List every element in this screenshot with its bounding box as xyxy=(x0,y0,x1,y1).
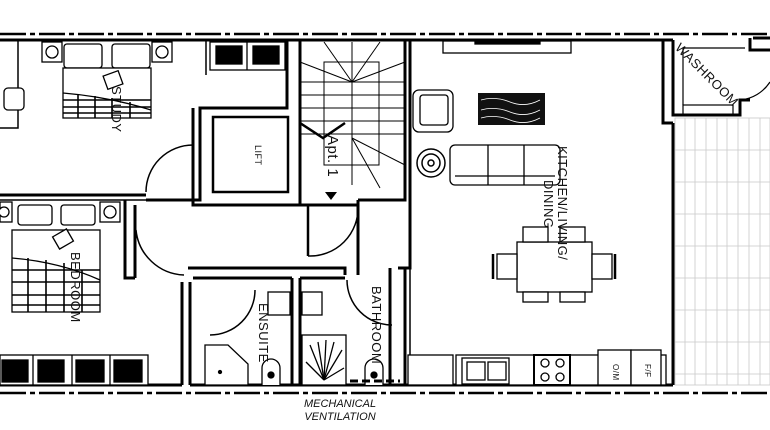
armchair xyxy=(412,89,454,133)
room-label-lift: LIFT xyxy=(253,145,263,166)
appliance-label-fridge-freezer: F/F xyxy=(643,364,652,378)
caption-line-2: VENTILATION xyxy=(304,411,376,423)
ensuite-fixtures xyxy=(204,291,291,386)
tv-unit xyxy=(442,40,572,54)
mechanical-ventilation-note: MECHANICAL VENTILATION xyxy=(300,398,380,424)
room-label-study: STUDY xyxy=(109,86,124,133)
sofa xyxy=(449,144,561,186)
wardrobe xyxy=(209,41,286,71)
room-label-kitchen-living: KITCHEN/LIVING/ xyxy=(555,146,570,261)
caption-line-1: MECHANICAL xyxy=(303,398,377,410)
doors xyxy=(135,144,393,336)
balcony-tiles xyxy=(674,117,770,386)
entry-arrow-icon xyxy=(325,192,337,200)
desk-chair xyxy=(3,87,25,111)
room-label-bathroom: BATHROOM xyxy=(369,286,384,365)
room-label-apartment: Apt. 1 xyxy=(324,135,341,178)
bedroom-bed xyxy=(0,201,121,313)
room-label-dining: DINING xyxy=(541,180,556,229)
bedroom-wardrobe xyxy=(0,354,149,386)
dining-table xyxy=(491,226,617,303)
study-bed xyxy=(41,41,173,119)
room-label-ensuite: ENSUITE xyxy=(256,303,271,363)
room-label-bedroom: BEDROOM xyxy=(68,252,83,323)
kitchen-counter xyxy=(407,349,667,386)
staircase xyxy=(299,41,406,189)
bathroom-fixtures xyxy=(301,291,400,386)
appliance-label-oven-micro: O/M xyxy=(611,364,620,381)
plant xyxy=(416,148,446,178)
